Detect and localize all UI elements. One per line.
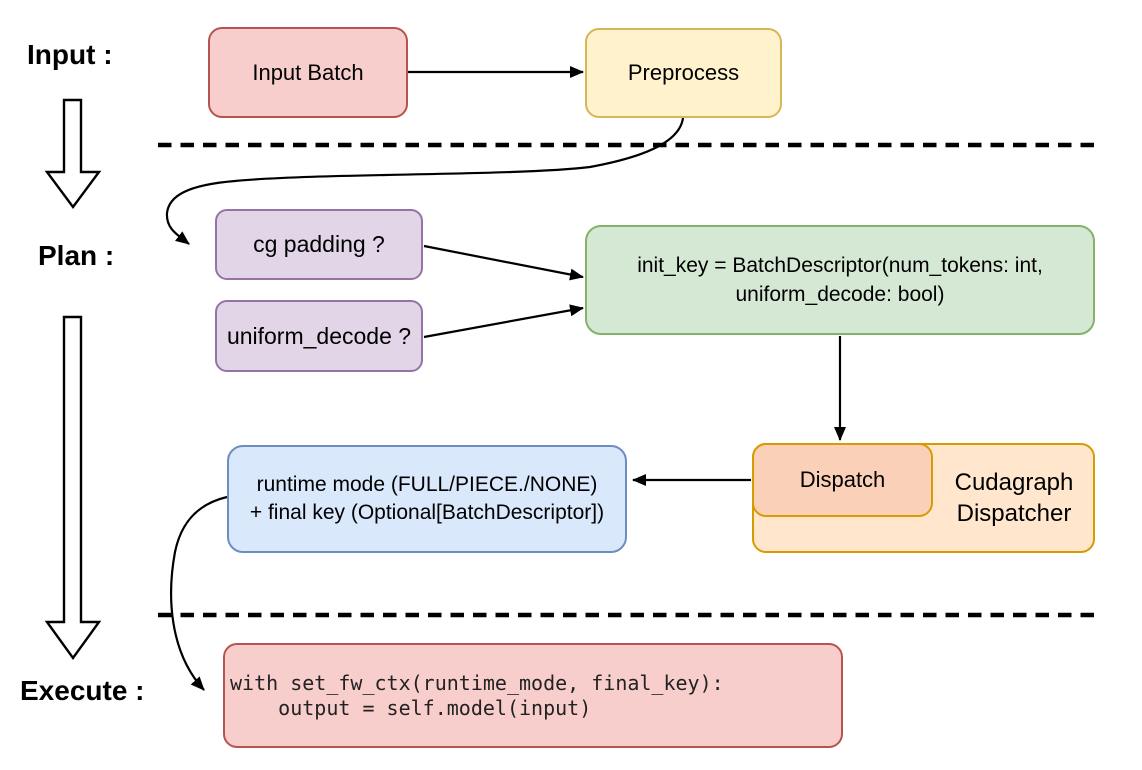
node-init-key: init_key = BatchDescriptor(num_tokens: i… <box>585 225 1095 335</box>
input-flow-arrow <box>44 98 102 210</box>
connector-cgpadding-initkey <box>423 244 584 281</box>
node-uniform-decode: uniform_decode ? <box>215 300 423 372</box>
node-input-batch: Input Batch <box>208 27 408 118</box>
node-dispatch: Dispatch <box>752 443 933 517</box>
connector-runtimemode-executecode <box>170 495 228 691</box>
node-execute-code: with set_fw_ctx(runtime_mode, final_key)… <box>223 643 843 748</box>
section-label-plan: Plan : <box>38 240 115 271</box>
connector-uniformdecode-initkey <box>423 304 584 339</box>
node-cg-padding: cg padding ? <box>215 209 423 280</box>
connector-preprocess-cgpadding <box>165 117 685 245</box>
node-runtime-mode: runtime mode (FULL/PIECE./NONE) + final … <box>227 445 627 553</box>
cudagraph-dispatcher-label: Cudagraph Dispatcher <box>954 469 1074 527</box>
section-label-input: Input : <box>27 39 113 70</box>
plan-flow-arrow <box>44 315 102 661</box>
node-preprocess: Preprocess <box>585 28 782 118</box>
section-label-execute: Execute : <box>20 675 145 706</box>
